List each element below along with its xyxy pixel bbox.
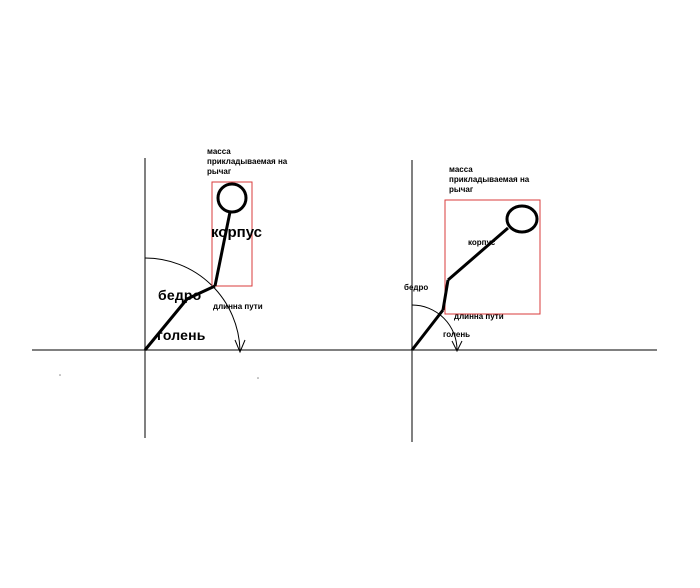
left-mass-label: масса прикладываемая на рычаг <box>207 147 288 176</box>
left-shin-segment <box>143 298 189 351</box>
left-body-label: корпус <box>211 224 263 241</box>
right-diagram <box>340 160 657 442</box>
right-thigh-segment <box>441 279 450 311</box>
right-path-label: длинна пути <box>454 312 504 321</box>
right-body-label: корпус <box>468 238 496 247</box>
right-arc-arrowhead <box>451 340 463 353</box>
left-path-label: длинна пути <box>213 302 263 311</box>
left-thigh-label: бедро <box>158 287 202 303</box>
right-thigh-label: бедро <box>404 283 429 292</box>
left-arc-arrowhead <box>234 339 246 354</box>
right-mass-label: масса прикладываемая на рычаг <box>449 165 530 194</box>
right-head-circle <box>505 204 539 234</box>
left-mass-highlight-box <box>211 181 253 287</box>
left-diagram <box>32 158 340 438</box>
left-body-segment <box>213 211 232 287</box>
right-shin-segment <box>410 309 445 351</box>
left-thigh-segment <box>186 284 216 301</box>
left-path-arc <box>144 257 241 351</box>
right-body-segment <box>447 226 509 282</box>
right-shin-label: голень <box>443 330 471 339</box>
left-head-circle <box>216 182 248 214</box>
right-path-arc <box>411 304 458 351</box>
stray-dot <box>257 377 259 379</box>
left-shin-label: голень <box>157 327 206 343</box>
stray-dot <box>59 374 61 376</box>
right-mass-highlight-box <box>444 199 541 315</box>
